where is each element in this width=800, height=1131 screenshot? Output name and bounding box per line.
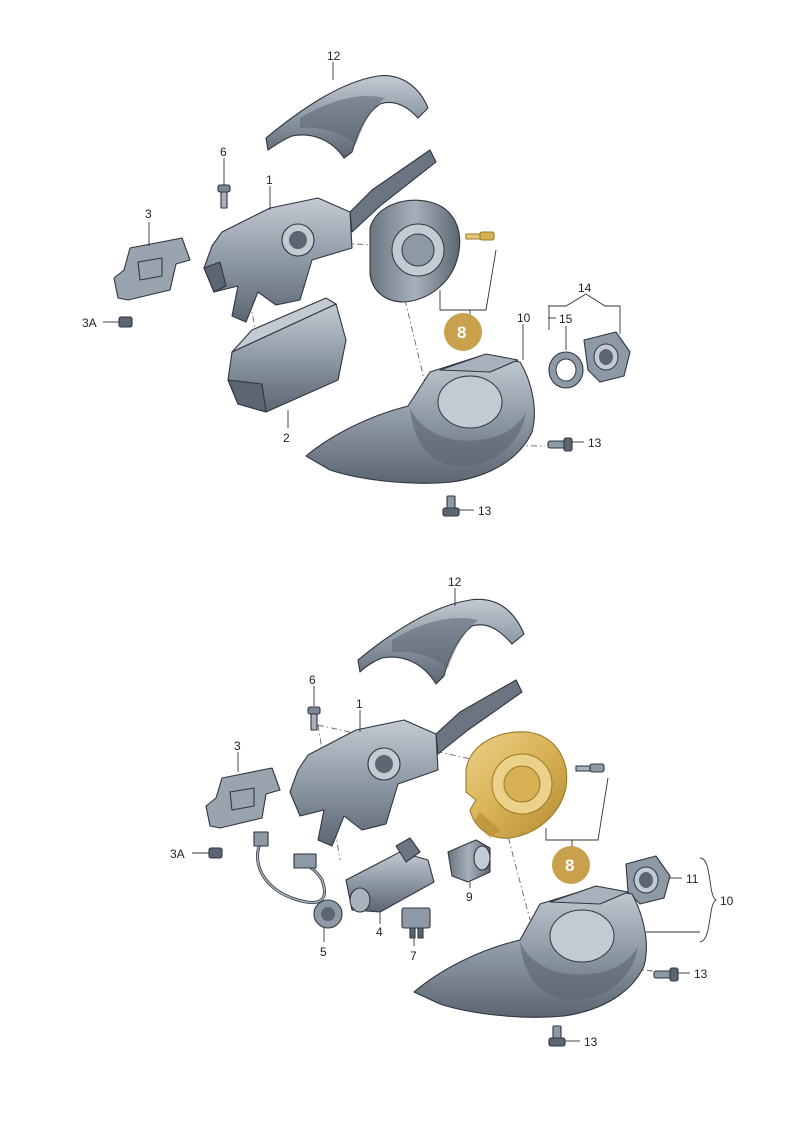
label-part-13: 13 xyxy=(694,967,708,981)
label-part-6: 6 xyxy=(309,673,316,687)
ignition-lock-housing-part-4 xyxy=(345,837,435,913)
label-part-2: 2 xyxy=(283,431,290,445)
label-part-13: 13 xyxy=(478,504,492,518)
screw-part-8 xyxy=(575,763,605,773)
bracket-part-3 xyxy=(205,767,281,829)
assembly-axis-line xyxy=(504,824,531,921)
label-part-12: 12 xyxy=(327,49,341,63)
lower-column-cover-part-10 xyxy=(305,353,535,484)
clock-spring-part-8 xyxy=(465,731,568,839)
label-part-14: 14 xyxy=(578,281,592,295)
lower-column-cover-part-10 xyxy=(413,885,647,1018)
label-part-6: 6 xyxy=(220,145,227,159)
callout-badge-8: 8 xyxy=(552,846,590,884)
switch-part-7 xyxy=(401,907,431,939)
screw-part-13 xyxy=(653,967,679,982)
label-part-1: 1 xyxy=(356,697,363,711)
clip-part-3a xyxy=(118,316,133,328)
clip-part-3a xyxy=(208,847,223,859)
control-unit-part-2 xyxy=(227,297,347,413)
label-part-10: 10 xyxy=(517,311,531,325)
clock-spring-part-8 xyxy=(369,199,461,303)
screw-part-13 xyxy=(442,495,460,517)
callout-badge-8-text: 8 xyxy=(565,856,574,875)
label-part-12: 12 xyxy=(448,575,462,589)
wiring-harness-part-5 xyxy=(253,831,343,929)
label-part-15: 15 xyxy=(559,312,573,326)
callout-badge-8: 8 xyxy=(444,313,482,351)
label-part-4: 4 xyxy=(376,925,383,939)
label-part-3: 3 xyxy=(145,207,152,221)
ring-part-11 xyxy=(625,855,671,905)
bracket-part-3 xyxy=(113,237,191,301)
ring-part-15 xyxy=(548,351,584,389)
combination-switch-part-1 xyxy=(289,679,523,847)
label-part-3a: 3A xyxy=(82,316,97,330)
screw-part-13 xyxy=(548,1025,566,1047)
label-part-1: 1 xyxy=(266,173,273,187)
screw-part-13 xyxy=(547,437,573,452)
label-part-3a: 3A xyxy=(170,847,185,861)
label-part-11: 11 xyxy=(686,872,699,886)
bottom-view: 12 6 1 3 3A 5 4 7 9 11 10 13 13 xyxy=(170,575,734,1049)
ring-part-14 xyxy=(583,331,631,383)
label-part-9: 9 xyxy=(466,890,473,904)
callout-badge-8-text: 8 xyxy=(457,323,466,342)
top-view: 12 6 1 3 3A 2 14 15 10 13 13 8 xyxy=(82,49,631,518)
screw-part-6 xyxy=(307,706,321,731)
label-part-13: 13 xyxy=(588,436,602,450)
label-part-7: 7 xyxy=(410,949,417,963)
lock-cylinder-part-9 xyxy=(447,839,491,883)
label-part-3: 3 xyxy=(234,739,241,753)
combination-switch-part-1 xyxy=(203,149,437,323)
label-part-10: 10 xyxy=(720,894,734,908)
screw-part-8 xyxy=(465,231,495,241)
label-part-5: 5 xyxy=(320,945,327,959)
label-part-13: 13 xyxy=(584,1035,598,1049)
screw-part-6 xyxy=(217,184,231,209)
